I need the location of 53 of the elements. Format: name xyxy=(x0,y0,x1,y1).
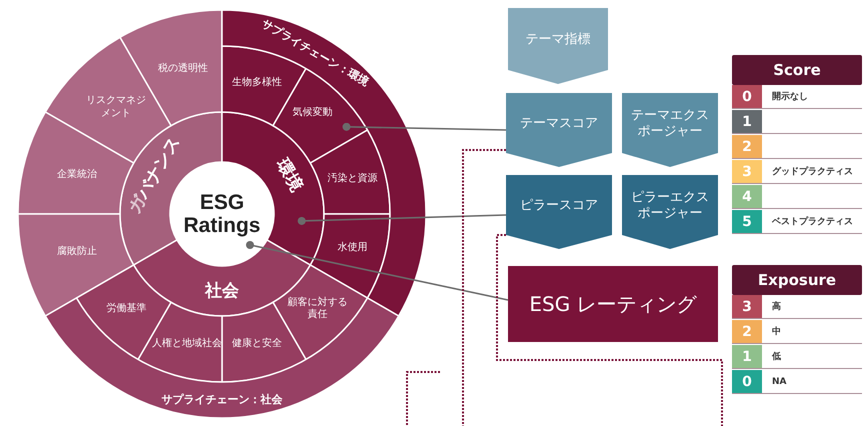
segment-label: 労働基準 xyxy=(106,302,148,316)
table-row xyxy=(732,110,862,134)
rating-box: ESG レーティング xyxy=(508,266,718,342)
dotted-line xyxy=(462,149,506,426)
score-swatch: 0 xyxy=(732,370,762,393)
segment-label: 人権と地域社会 xyxy=(151,338,224,350)
score-swatch: 3 xyxy=(732,295,762,318)
segment-label: 税の透明性 xyxy=(157,62,210,76)
row-label: 開示なし xyxy=(772,90,808,104)
row-label: 中 xyxy=(772,325,781,338)
chevron-box: テーマスコア xyxy=(506,93,612,167)
chevron-box: テーマエクスポージャー xyxy=(622,93,718,167)
table-row xyxy=(732,135,862,159)
table-row xyxy=(732,320,862,344)
row-label: グッドプラクティス xyxy=(772,165,853,178)
leader-line xyxy=(342,122,506,131)
segment-label: 水使用 xyxy=(336,242,368,255)
leader-line xyxy=(246,241,508,301)
leader-line xyxy=(298,214,506,225)
segment-label: 健康と安全 xyxy=(230,338,283,350)
table-row xyxy=(732,85,862,109)
table-row xyxy=(732,370,862,394)
table-row xyxy=(732,295,862,319)
row-label: 低 xyxy=(772,350,781,364)
segment-label: 腐敗防止 xyxy=(56,246,98,259)
score-swatch: 1 xyxy=(732,345,762,368)
segment-label: サプライチェーン：社会 xyxy=(160,393,284,407)
chevron-box: ピラースコア xyxy=(506,175,612,249)
score-swatch: 0 xyxy=(732,85,762,108)
score-swatch: 1 xyxy=(732,110,762,133)
segment-label: 生物多様性 xyxy=(230,77,283,90)
score-swatch: 2 xyxy=(732,320,762,343)
row-label: 高 xyxy=(772,300,781,314)
score-swatch: 5 xyxy=(732,210,762,233)
chevron-box: ピラーエクスポージャー xyxy=(622,175,718,249)
segment-label: 顧客に対する責任 xyxy=(287,296,348,322)
row-label: ベストプラクティス xyxy=(772,215,853,228)
score-swatch: 3 xyxy=(732,160,762,183)
score-swatch: 4 xyxy=(732,185,762,208)
segment-label: 企業統治 xyxy=(56,168,98,182)
segment-label: 環境 xyxy=(271,154,308,198)
table-row xyxy=(732,160,862,184)
chevron-box: テーマ指標 xyxy=(508,8,608,84)
dotted-line xyxy=(496,234,723,426)
table-row xyxy=(732,345,862,369)
row-label: NA xyxy=(772,376,786,388)
table-row xyxy=(732,210,862,234)
segment-label: 社会 xyxy=(204,280,240,302)
score-swatch: 2 xyxy=(732,135,762,158)
segment-label: 気候変動 xyxy=(291,107,334,120)
table-row xyxy=(732,185,862,209)
segment-label: リスクマネジメント xyxy=(86,95,146,120)
segment-label: 汚染と資源 xyxy=(326,172,378,186)
